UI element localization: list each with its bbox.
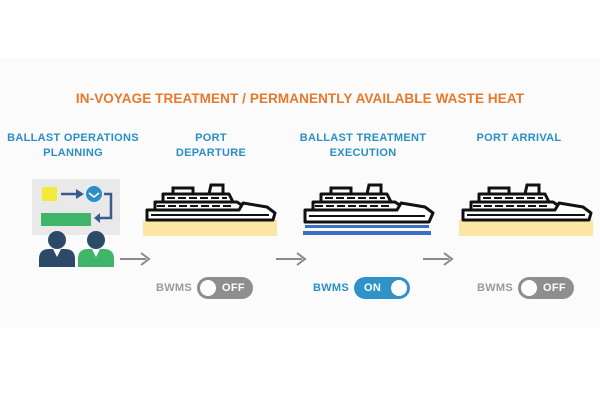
stage-label-port-departure: PORT DEPARTURE	[175, 132, 247, 159]
bwms-toggle-on[interactable]: ON	[354, 277, 411, 299]
cruise-ship-icon-port-departure	[143, 183, 277, 236]
bwms-status-port-departure: BWMS OFF	[156, 277, 254, 299]
meeting-whiteboard-icon	[32, 179, 120, 267]
bwms-label: BWMS	[477, 282, 514, 294]
bwms-status-port-arrival: BWMS OFF	[477, 277, 575, 299]
toggle-state-text: OFF	[222, 282, 245, 294]
bwms-label: BWMS	[156, 282, 193, 294]
toggle-state-text: ON	[364, 282, 382, 294]
stage-label-port-arrival: PORT ARRIVAL	[476, 132, 562, 144]
cruise-ship-icon-treatment-execution	[303, 183, 435, 235]
bwms-toggle-off[interactable]: OFF	[197, 277, 254, 299]
toggle-knob	[391, 280, 408, 296]
arrow-right-icon	[276, 252, 307, 266]
toggle-knob	[200, 280, 217, 296]
cruise-ship-icon-port-arrival	[459, 183, 593, 236]
stage-label-treatment-execution: BALLAST TREATMENT EXECUTION	[299, 132, 427, 159]
toggle-knob	[521, 280, 538, 296]
bwms-label: BWMS	[313, 282, 350, 294]
toggle-state-text: OFF	[543, 282, 566, 294]
arrow-right-icon	[423, 252, 454, 266]
diagram-title: IN-VOYAGE TREATMENT / PERMANENTLY AVAILA…	[75, 91, 525, 106]
bwms-status-treatment-execution: BWMS ON	[313, 277, 411, 299]
arrow-right-icon	[120, 252, 151, 266]
stage-label-planning: BALLAST OPERATIONS PLANNING	[7, 132, 139, 159]
bwms-toggle-off[interactable]: OFF	[518, 277, 575, 299]
